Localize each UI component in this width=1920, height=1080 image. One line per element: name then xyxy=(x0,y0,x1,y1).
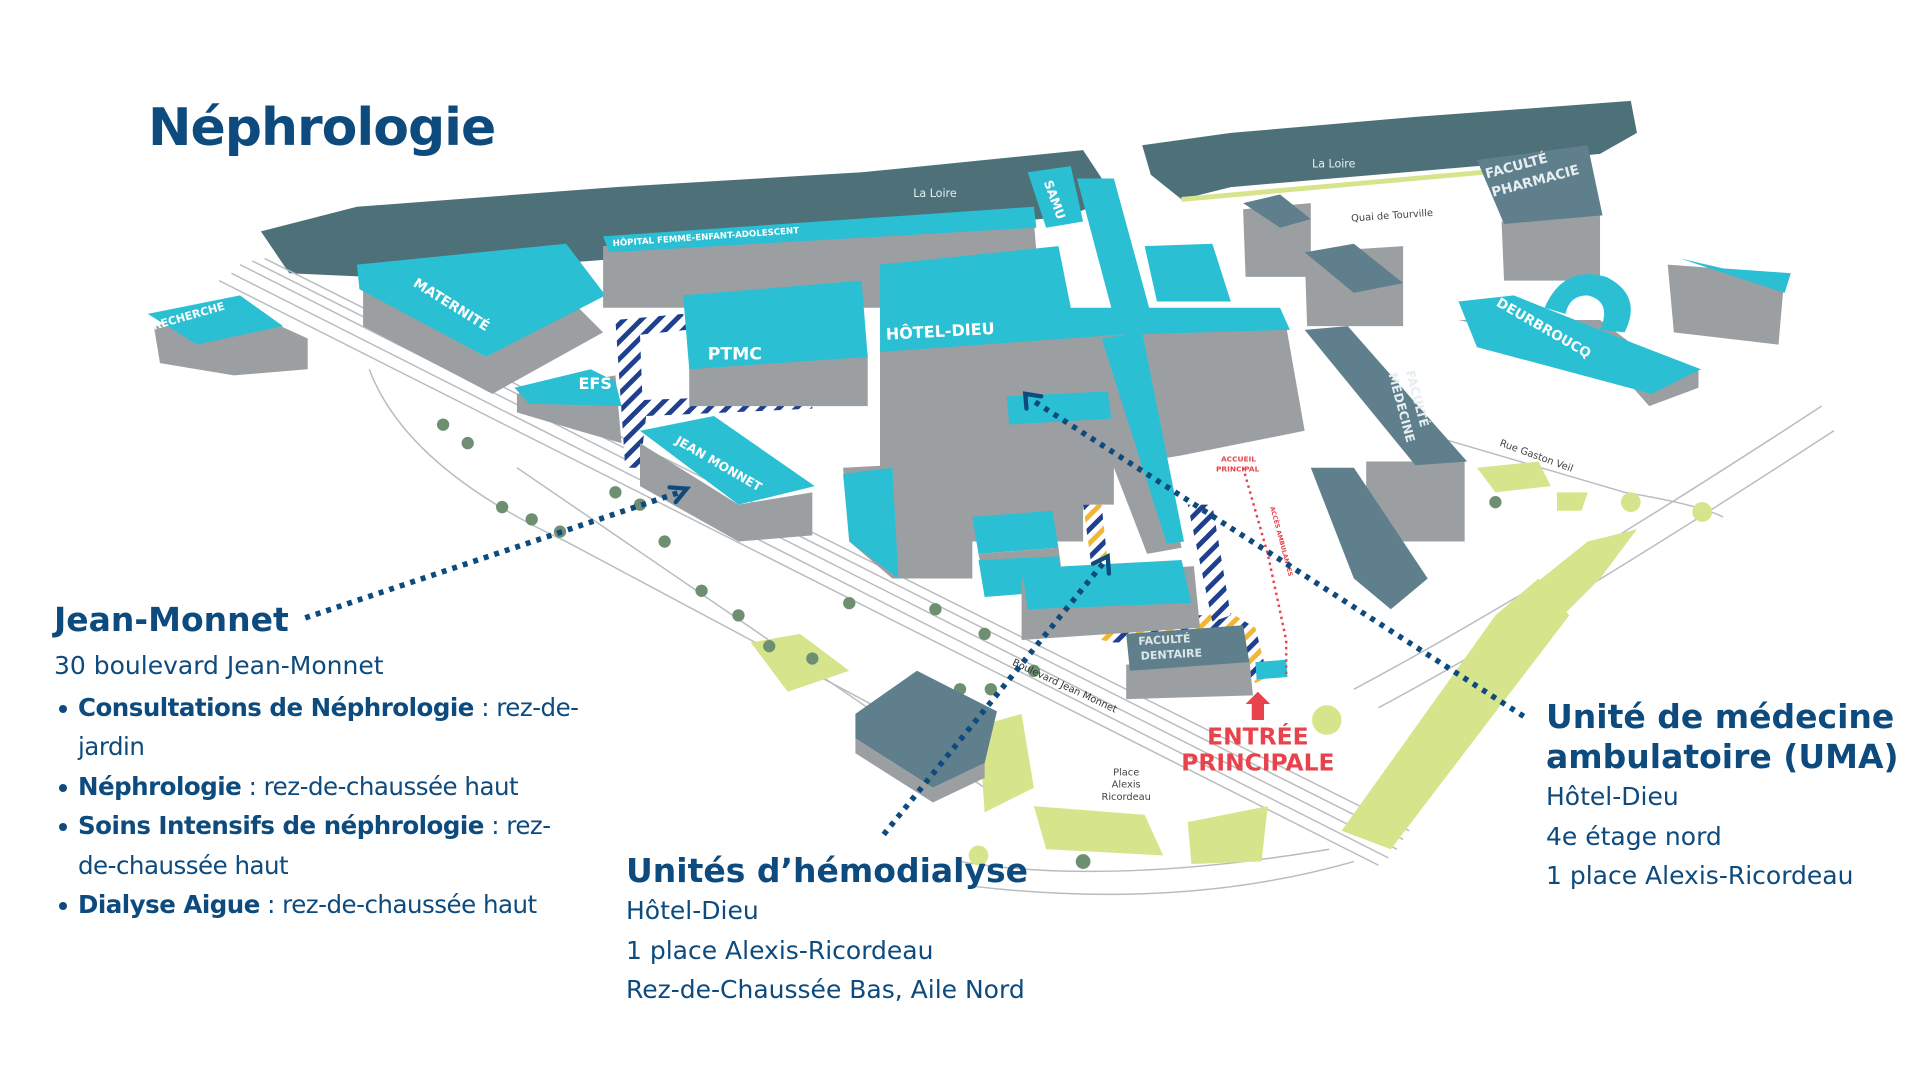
jean-monnet-address: 30 boulevard Jean-Monnet xyxy=(54,651,384,680)
building-dark xyxy=(855,670,997,788)
label-accueil-1: ACCUEIL xyxy=(1221,455,1256,464)
trees xyxy=(436,418,1502,869)
green-areas xyxy=(750,461,1713,866)
entrance-arrow-icon xyxy=(1245,691,1271,721)
label-quai: Quai de Tourville xyxy=(1351,208,1433,225)
uma-line: 4e étage nord xyxy=(1546,821,1722,851)
hemodialyse-line: Rez-de-Chaussée Bas, Aile Nord xyxy=(626,975,1025,1004)
pointer-uma xyxy=(1032,398,1526,719)
label-entree-1: ENTRÉE xyxy=(1207,723,1308,751)
label-dentaire-1: FACULTÉ xyxy=(1138,632,1191,648)
label-loire-left: La Loire xyxy=(913,187,957,200)
river-loire-left xyxy=(260,150,1114,277)
uma-line: Hôtel-Dieu xyxy=(1546,782,1679,811)
arrowhead-icon xyxy=(1090,552,1112,576)
label-loire-right: La Loire xyxy=(1312,157,1356,170)
label-accueil-2: PRINCIPAL xyxy=(1216,464,1260,473)
arrowhead-icon xyxy=(667,485,692,505)
list-item: Soins Intensifs de néphrologie : rez-de-… xyxy=(59,806,578,885)
label-place-1: Place xyxy=(1113,767,1139,778)
hemodialyse-line: Hôtel-Dieu xyxy=(626,896,759,925)
service-list: Consultations de Néphrologie : rez-de-ja… xyxy=(54,688,638,925)
label-entree-2: PRINCIPALE xyxy=(1181,748,1334,776)
jean-monnet-heading: Jean-Monnet xyxy=(54,600,289,639)
hemodialyse-info: Unités d’hémodialyse Hôtel-Dieu 1 place … xyxy=(626,851,1028,1010)
page-title: Néphrologie xyxy=(148,98,496,158)
pointer-hemodialyse xyxy=(881,561,1105,837)
label-dentaire-2: DENTAIRE xyxy=(1140,647,1202,663)
list-item: Dialyse Aigue : rez-de-chaussée haut xyxy=(59,885,638,925)
uma-heading-1: Unité de médecine xyxy=(1546,697,1895,736)
list-item: Consultations de Néphrologie : rez-de-ja… xyxy=(59,688,638,767)
uma-line: 1 place Alexis-Ricordeau xyxy=(1546,861,1854,890)
uma-info: Unité de médecine ambulatoire (UMA) Hôte… xyxy=(1546,697,1899,896)
label-place-3: Ricordeau xyxy=(1101,792,1150,803)
river-loire-right xyxy=(1142,100,1637,200)
hatched-path-ptmc xyxy=(615,313,813,468)
hemodialyse-heading: Unités d’hémodialyse xyxy=(626,851,1029,890)
uma-heading-2: ambulatoire (UMA) xyxy=(1546,737,1899,776)
label-ambulances: ACCÈS AMBULANCES xyxy=(1268,505,1295,577)
jean-monnet-info: Jean-Monnet 30 boulevard Jean-Monnet Con… xyxy=(54,600,638,925)
arrowhead-icon xyxy=(1022,391,1044,411)
hatched-path-tower xyxy=(1187,504,1231,622)
label-place-2: Alexis xyxy=(1112,780,1141,791)
list-item: Néphrologie : rez-de-chaussée haut xyxy=(59,767,638,807)
hemodialyse-line: 1 place Alexis-Ricordeau xyxy=(626,935,934,965)
label-efs: EFS xyxy=(578,374,611,393)
label-ptmc: PTMC xyxy=(708,344,762,364)
